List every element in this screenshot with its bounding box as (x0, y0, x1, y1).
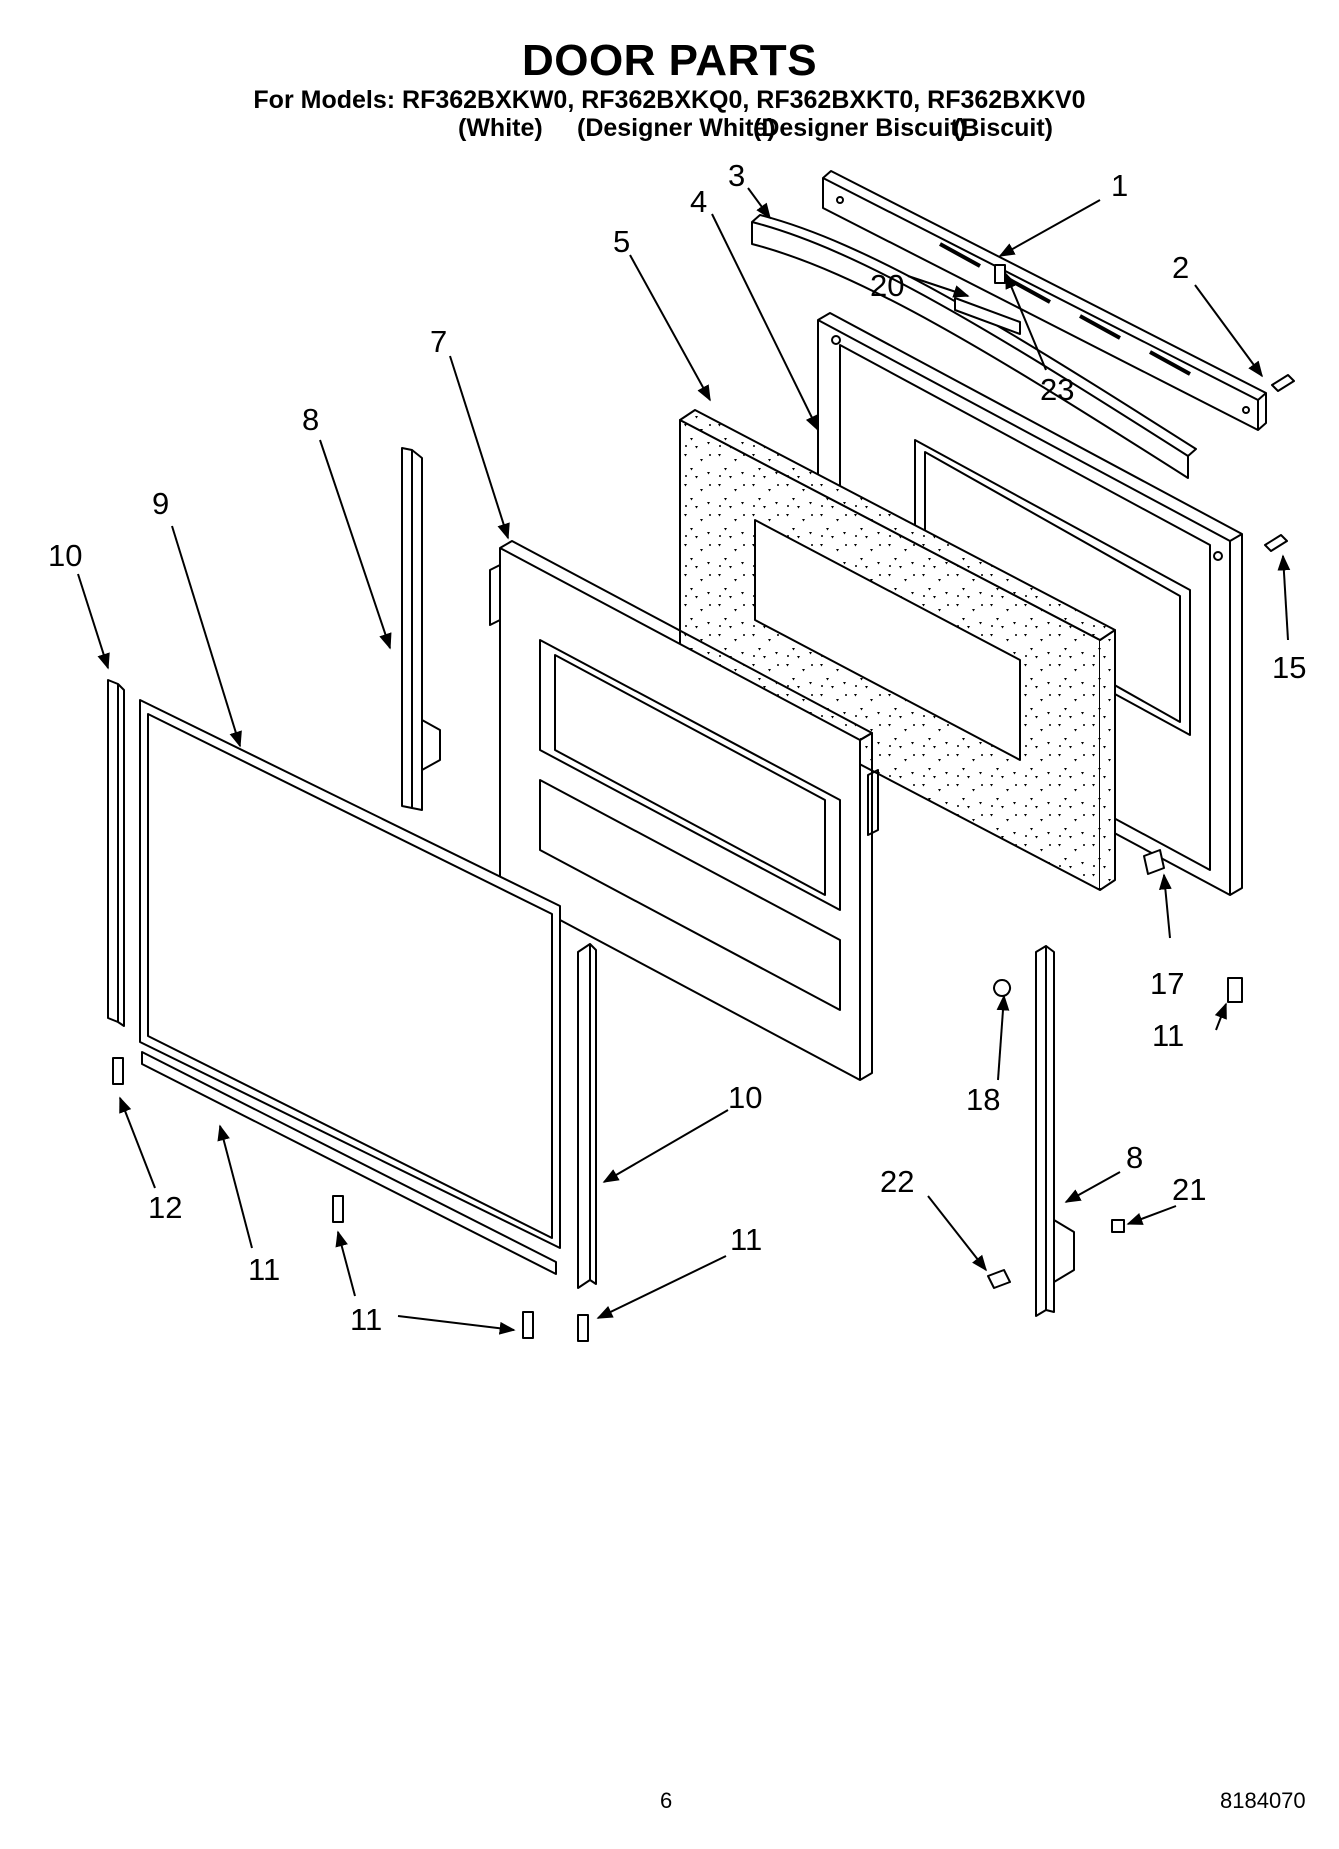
callout-22: 22 (880, 1164, 914, 1199)
page-title: DOOR PARTS (521, 36, 818, 85)
callout-11-bottom: 11 (350, 1302, 382, 1337)
part-trim-strip-left (107, 679, 125, 1027)
callout-3: 3 (728, 158, 745, 193)
callout-23: 23 (1040, 372, 1074, 407)
fasteners (112, 264, 1295, 1342)
callout-10-right: 10 (728, 1080, 762, 1115)
leader-lines (77, 187, 1291, 1335)
part-handle-strip (751, 214, 1197, 479)
callout-11-mid-right: 11 (730, 1222, 762, 1257)
part-hinge-bracket-right (1035, 945, 1075, 1317)
callout-15: 15 (1272, 650, 1306, 685)
page-number: 6 (660, 1788, 673, 1813)
part-trim-strip-right (577, 943, 597, 1289)
callout-12: 11 (248, 1252, 280, 1287)
callout-2: 2 (1172, 250, 1189, 285)
callout-1: 1 (1111, 168, 1128, 203)
part-bottom-strip (141, 1051, 557, 1275)
variant-white: (White) (458, 114, 543, 142)
callout-9: 9 (152, 486, 169, 521)
variant-designer-white: (Designer White) (577, 114, 776, 142)
part-hinge-bracket-left (401, 447, 441, 811)
callout-8-left: 8 (302, 402, 319, 437)
callout-7: 7 (430, 324, 447, 359)
callout-11-right: 11 (1152, 1018, 1184, 1053)
callout-17: 17 (1150, 966, 1184, 1001)
document-number: 8184070 (1220, 1788, 1306, 1813)
part-glass-panel (139, 699, 561, 1249)
callout-4: 4 (690, 184, 707, 219)
callout-10-left: 10 (48, 538, 82, 573)
callout-5: 5 (613, 224, 630, 259)
model-variants: (White) (Designer White) (Designer Biscu… (458, 114, 1053, 259)
callout-20: 20 (870, 268, 904, 303)
variant-biscuit: (Biscuit) (953, 114, 1053, 142)
callout-11-left: 12 (148, 1190, 182, 1225)
models-line: For Models: RF362BXKW0, RF362BXKQ0, RF36… (253, 86, 1086, 114)
callout-labels: 1 2 3 4 5 7 8 9 10 20 23 15 17 11 18 10 … (48, 158, 1306, 1337)
part-insulation (679, 409, 1116, 891)
variant-designer-biscuit: (Designer Biscuit) (753, 114, 967, 142)
callout-21: 21 (1172, 1172, 1206, 1207)
callout-8-right: 8 (1126, 1140, 1143, 1175)
part-vent-trim (822, 170, 1267, 431)
callout-18: 18 (966, 1082, 1000, 1117)
part-inner-panel (489, 540, 879, 1081)
